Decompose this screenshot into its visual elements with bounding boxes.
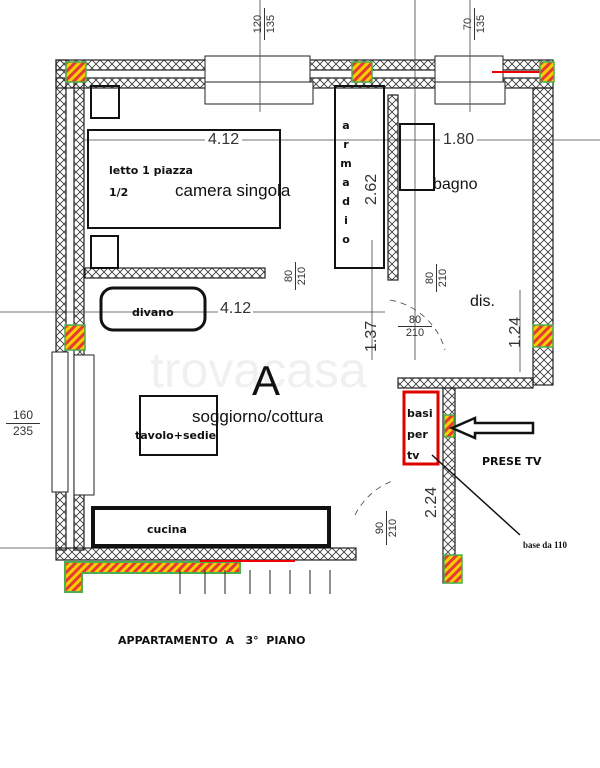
unit-letter: A (252, 357, 281, 404)
watermark: trovacasa (150, 342, 367, 398)
room-living: soggiorno/cottura (192, 407, 324, 426)
dim-dis: 1.24 (507, 316, 524, 348)
table-label: tavolo+sedie (135, 429, 217, 442)
plan-caption: APPARTAMENTO A 3° PIANO (118, 634, 306, 647)
pillars (64, 61, 555, 584)
bed-size: 1/2 (109, 186, 129, 199)
arrow-icon (448, 416, 535, 440)
tv-box (402, 390, 440, 466)
room-bedroom: camera singola (175, 181, 291, 200)
windows (51, 55, 506, 496)
room-bathroom: bagno (433, 176, 478, 193)
dim-corridor: 1.37 (363, 320, 380, 352)
room-hall: dis. (470, 293, 495, 310)
base-note: base da 110 (523, 540, 568, 550)
sofa-label: divano (132, 306, 174, 319)
walls (55, 59, 554, 584)
bed-label: letto 1 piazza (109, 164, 193, 177)
dim-living-width: 4.12 (218, 300, 254, 317)
furniture (87, 85, 435, 548)
dim-bath-width: 1.80 (440, 132, 478, 148)
tv-sockets-label: PRESE TV (482, 455, 542, 468)
dim-bedroom-width: 4.12 (205, 132, 243, 148)
kitchen-label: cucina (147, 523, 187, 536)
dim-wall-224: 2.24 (423, 486, 440, 518)
dim-wardrobe: 2.62 (363, 173, 380, 205)
